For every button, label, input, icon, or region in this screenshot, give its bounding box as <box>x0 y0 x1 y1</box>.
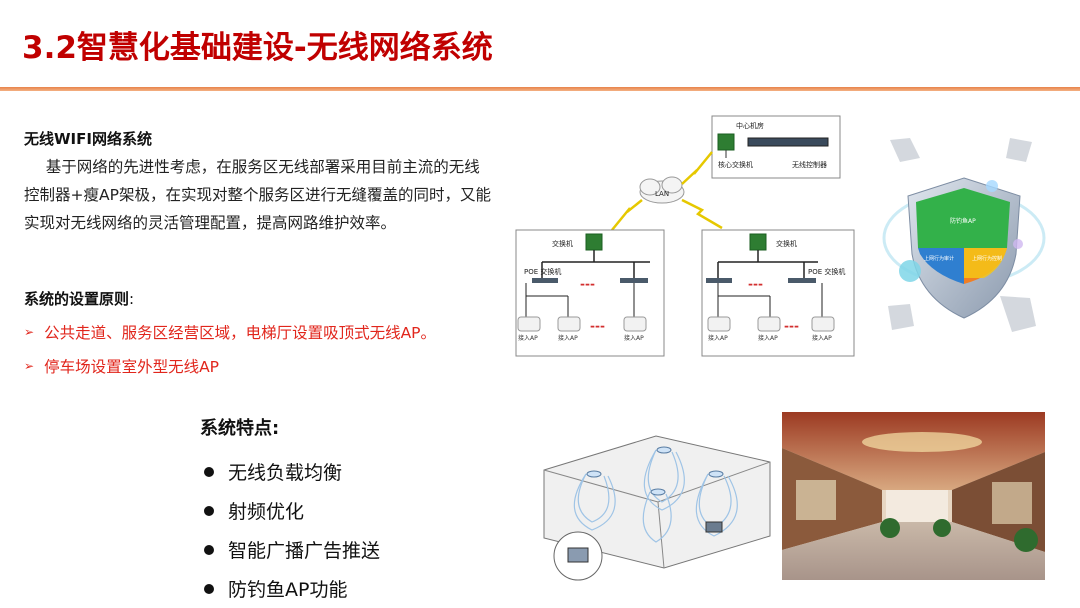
principles-heading-text: 系统的设置原则 <box>24 290 130 308</box>
switch-box-icon <box>705 521 723 533</box>
shelf <box>796 480 836 520</box>
bullet-dot-icon <box>204 583 214 594</box>
wireless-coverage-illustration <box>543 435 771 581</box>
shield-top-label: 防钓鱼AP <box>950 217 976 225</box>
ceiling-light <box>862 432 982 452</box>
features-section: 系统特点: 无线负载均衡 射频优化 智能广播广告推送 防钓鱼AP功能 <box>200 414 500 608</box>
principles-heading: 系统的设置原则: <box>24 288 504 309</box>
more-indicator: --- <box>748 277 763 291</box>
network-topology-diagram: 中心机房 核心交换机 无线控制器 LAN 交换机 POE 交换机 --- ---… <box>515 115 855 357</box>
switch-label: 交换机 <box>776 239 797 248</box>
zoom-switch-icon <box>567 547 589 563</box>
principle-item: ➢ 公共走道、服务区经营区域，电梯厅设置吸顶式无线AP。 <box>24 321 504 343</box>
ap-label: 接入AP <box>558 334 578 342</box>
feature-text: 防钓鱼AP功能 <box>228 579 348 601</box>
ap-label: 接入AP <box>518 334 538 342</box>
feature-item: 无线负载均衡 <box>200 452 500 491</box>
corridor-end <box>886 490 948 522</box>
lan-cloud-icon <box>639 176 685 204</box>
principle-item: ➢ 停车场设置室外型无线AP <box>24 355 504 377</box>
security-shield-illustration: 防钓鱼AP 上网行为审计 上网行为控制 <box>882 138 1046 332</box>
feature-text: 射频优化 <box>228 501 305 523</box>
feature-item: 射频优化 <box>200 491 500 530</box>
data-arrow-icon <box>888 304 914 330</box>
ap-label: 接入AP <box>758 334 778 342</box>
plant <box>1014 528 1038 552</box>
arrow-bullet-icon: ➢ <box>24 325 35 339</box>
plant <box>880 518 900 538</box>
feature-item: 防钓鱼AP功能 <box>200 569 500 608</box>
link-bolt-icon <box>681 151 713 185</box>
floor <box>782 522 1045 580</box>
feature-text: 无线负载均衡 <box>228 462 343 484</box>
ap-icon <box>811 316 835 332</box>
shield-left-label: 上网行为审计 <box>924 255 954 262</box>
ceiling-ap-icon <box>656 446 672 454</box>
shield-right-label: 上网行为控制 <box>972 255 1002 262</box>
ceiling-ap-icon <box>650 488 666 496</box>
data-arrow-icon <box>1000 296 1036 332</box>
intro-section: 无线WIFI网络系统 基于网络的先进性考虑，在服务区无线部署采用目前主流的无线控… <box>24 128 494 237</box>
poe-switch-label: POE 交换机 <box>808 267 845 276</box>
lan-label: LAN <box>655 190 669 198</box>
switch-label: 交换机 <box>552 239 573 248</box>
bubble-icon <box>899 260 921 282</box>
bullet-dot-icon <box>204 505 214 516</box>
core-switch-icon <box>717 133 735 151</box>
ap-icon <box>557 316 581 332</box>
arrow-bullet-icon: ➢ <box>24 359 35 373</box>
title-divider <box>0 87 1080 91</box>
ceiling-ap-icon <box>708 470 724 478</box>
principle-text: 停车场设置室外型无线AP <box>44 358 220 376</box>
shelf <box>992 482 1032 524</box>
ap-label: 接入AP <box>624 334 644 342</box>
ap-icon <box>517 316 541 332</box>
link-bolt-icon <box>611 199 643 231</box>
access-group-left: 交换机 POE 交换机 --- --- 接入AP 接入AP 接入AP <box>515 229 665 357</box>
more-indicator: --- <box>590 319 605 333</box>
link-bolt-icon <box>681 198 723 230</box>
ap-icon <box>623 316 647 332</box>
poe-switch-icon <box>620 278 648 283</box>
poe-switch-label: POE 交换机 <box>524 267 561 276</box>
core-switch-label: 核心交换机 <box>718 160 753 169</box>
ceiling-ap-icon <box>586 470 602 478</box>
center-room-label: 中心机房 <box>736 121 764 130</box>
feature-item: 智能广播广告推送 <box>200 530 500 569</box>
shield-top-segment <box>916 188 1010 248</box>
ap-icon <box>757 316 781 332</box>
switch-icon <box>749 233 767 251</box>
more-indicator: --- <box>580 277 595 291</box>
poe-switch-icon <box>706 278 732 283</box>
shield-left-segment <box>918 248 964 284</box>
features-heading: 系统特点: <box>200 418 280 439</box>
bubble-icon <box>986 180 998 192</box>
switch-icon <box>585 233 603 251</box>
ap-label: 接入AP <box>708 334 728 342</box>
intro-paragraph: 基于网络的先进性考虑，在服务区无线部署采用目前主流的无线控制器+瘦AP架极，在实… <box>24 158 491 232</box>
access-group-right: 交换机 POE 交换机 --- --- 接入AP 接入AP 接入AP <box>701 229 855 357</box>
plant <box>933 519 951 537</box>
mall-interior-photo <box>782 412 1045 580</box>
bubble-icon <box>1013 239 1023 249</box>
principles-section: 系统的设置原则: ➢ 公共走道、服务区经营区域，电梯厅设置吸顶式无线AP。 ➢ … <box>24 288 504 389</box>
ap-icon <box>707 316 731 332</box>
wireless-controller-label: 无线控制器 <box>792 160 827 169</box>
intro-heading: 无线WIFI网络系统 <box>24 130 152 148</box>
shield-accent-segment <box>964 248 1007 278</box>
bullet-dot-icon <box>204 466 214 477</box>
ap-label: 接入AP <box>812 334 832 342</box>
wireless-controller-icon <box>747 137 829 147</box>
principle-text: 公共走道、服务区经营区域，电梯厅设置吸顶式无线AP。 <box>44 324 437 342</box>
feature-text: 智能广播广告推送 <box>228 540 381 562</box>
poe-switch-icon <box>532 278 558 283</box>
principles-heading-colon: : <box>129 290 135 308</box>
data-arrow-icon <box>890 138 920 162</box>
slide-title: 3.2智慧化基础建设-无线网络系统 <box>22 30 493 66</box>
more-indicator: --- <box>784 319 799 333</box>
data-arrow-icon <box>1006 138 1032 162</box>
poe-switch-icon <box>788 278 816 283</box>
bullet-dot-icon <box>204 544 214 555</box>
